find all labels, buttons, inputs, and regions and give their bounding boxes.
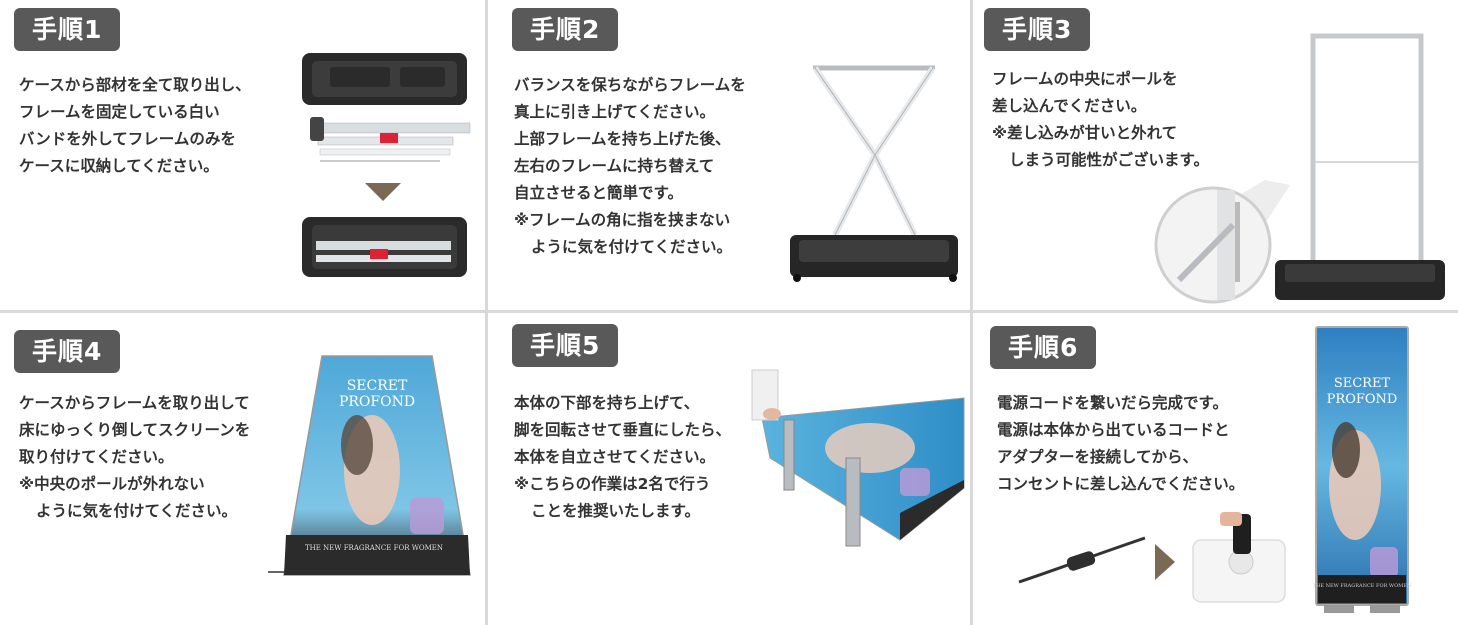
step-1-line: バンドを外してフレームのみを	[19, 130, 236, 148]
divider-horizontal	[0, 310, 1458, 313]
step-1-line: フレームを固定している白い	[19, 103, 220, 121]
step-2-text: バランスを保ちながらフレームを 真上に引き上げてください。 上部フレームを持ち上…	[514, 72, 746, 261]
step-4-badge: 手順4	[14, 330, 121, 373]
poster-title-line2: PROFOND	[1327, 392, 1398, 407]
poster-title-line1: SECRET	[1334, 376, 1391, 391]
step-5-note: ことを推奨いたします。	[531, 502, 700, 520]
step-3-text: フレームの中央にポールを 差し込んでください。 ※差し込みが甘いと外れて しまう…	[992, 66, 1209, 174]
step-4-illustration: SECRET PROFOND THE NEW FRAGRANCE FOR WOM…	[268, 355, 471, 576]
step-2-line: 真上に引き上げてください。	[514, 103, 716, 121]
step-3-note: ※差し込みが甘いと外れて	[992, 124, 1178, 142]
step-6-power-illustration	[1018, 512, 1286, 603]
step-3-illustration	[1154, 33, 1445, 304]
step-6-line: 電源コードを繋いだら完成です。	[997, 394, 1228, 412]
step-1-text: ケースから部材を全て取り出し、 フレームを固定している白い バンドを外してフレー…	[19, 72, 251, 180]
step-6-standing-display: SECRET PROFOND THE NEW FRAGRANCE FOR WOM…	[1313, 326, 1412, 613]
poster-tagline: THE NEW FRAGRANCE FOR WOMEN	[1313, 583, 1412, 589]
step-3-note: しまう可能性がございます。	[1009, 151, 1209, 169]
step-4-line: 床にゆっくり倒してスクリーンを	[19, 421, 251, 439]
step-4-line: ケースからフレームを取り出して	[19, 394, 250, 412]
step-1-badge: 手順1	[14, 8, 121, 51]
step-2-line: バランスを保ちながらフレームを	[514, 76, 746, 94]
step-2-line: 上部フレームを持ち上げた後、	[514, 130, 731, 148]
step-3-line: フレームの中央にポールを	[992, 70, 1178, 88]
step-2-illustration	[790, 65, 958, 282]
step-6-badge: 手順6	[990, 326, 1097, 369]
step-6-text: 電源コードを繋いだら完成です。 電源は本体から出ているコードと アダプターを接続…	[997, 390, 1244, 498]
poster-title-line1: SECRET	[347, 378, 408, 394]
step-2-line: 自立させると簡単です。	[514, 184, 683, 202]
step-2-badge: 手順2	[512, 8, 619, 51]
down-arrow-icon	[365, 183, 401, 201]
poster-title-line2: PROFOND	[339, 394, 415, 410]
step-1-illustration	[302, 53, 471, 277]
step-5-line: 脚を回転させて垂直にしたら、	[514, 421, 732, 439]
right-arrow-icon	[1155, 544, 1175, 580]
step-5-badge: 手順5	[512, 324, 619, 367]
step-6-line: 電源は本体から出ているコードと	[997, 421, 1230, 439]
step-3-badge: 手順3	[984, 8, 1091, 51]
poster-tagline: THE NEW FRAGRANCE FOR WOMEN	[305, 544, 443, 552]
step-5-illustration	[751, 369, 965, 547]
step-2-note: ※フレームの角に指を挟まない	[514, 211, 731, 229]
step-1-line: ケースに収納してください。	[19, 157, 219, 175]
step-4-note: ※中央のポールが外れない	[19, 475, 205, 493]
step-6-line: アダプターを接続してから、	[997, 448, 1199, 466]
step-5-text: 本体の下部を持ち上げて、 脚を回転させて垂直にしたら、 本体を自立させてください…	[514, 390, 731, 525]
step-4-text: ケースからフレームを取り出して 床にゆっくり倒してスクリーンを 取り付けてくださ…	[19, 390, 250, 525]
step-5-line: 本体の下部を持ち上げて、	[514, 394, 700, 412]
step-4-note: ように気を付けてください。	[36, 502, 238, 520]
step-5-note: ※こちらの作業は2名で行う	[514, 475, 711, 493]
step-1-line: ケースから部材を全て取り出し、	[19, 76, 251, 94]
step-4-line: 取り付けてください。	[19, 448, 174, 466]
step-5-line: 本体を自立させてください。	[514, 448, 716, 466]
step-2-note: ように気を付けてください。	[531, 238, 733, 256]
step-2-line: 左右のフレームに持ち替えて	[514, 157, 715, 175]
step-3-line: 差し込んでください。	[992, 97, 1147, 115]
step-6-line: コンセントに差し込んでください。	[997, 475, 1245, 493]
